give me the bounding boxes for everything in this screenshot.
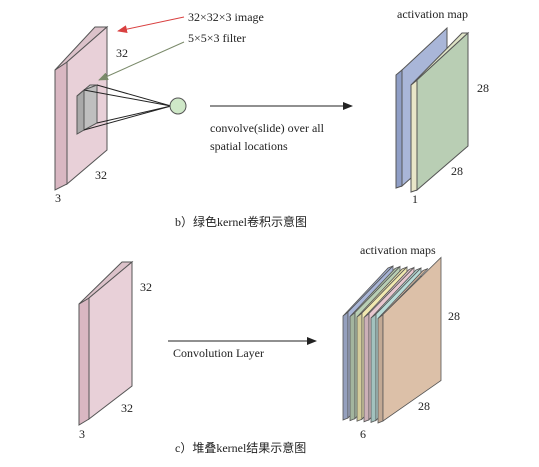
top-input-depth-label: 3 bbox=[55, 191, 61, 205]
filter-side-face bbox=[76, 88, 85, 135]
convolve-text-line1: convolve(slide) over all bbox=[210, 121, 325, 135]
top-activation-map: activation map 28 28 1 bbox=[395, 7, 489, 206]
filter-projection-lines bbox=[83, 84, 172, 131]
top-output-height-label: 28 bbox=[477, 81, 489, 95]
blue-map-side bbox=[395, 68, 403, 189]
green-map-side bbox=[410, 78, 418, 193]
projection-line bbox=[83, 105, 172, 131]
bottom-input-depth-label: 3 bbox=[79, 427, 85, 441]
bottom-output-height-label: 28 bbox=[448, 309, 460, 323]
bottom-activation-maps bbox=[342, 256, 442, 424]
projection-line bbox=[96, 84, 172, 107]
conv-layer-label: Convolution Layer bbox=[173, 346, 264, 360]
top-panel: 32×32×3 image 5×5×3 filter 32 32 3 convo… bbox=[54, 7, 489, 229]
top-input-height-label: 32 bbox=[116, 46, 128, 60]
activation-slice-side bbox=[349, 311, 356, 422]
activation-slice-side bbox=[363, 312, 370, 423]
top-filter bbox=[76, 84, 98, 135]
caption-c: c）堆叠kernel结果示意图 bbox=[175, 440, 306, 455]
green-map-front bbox=[416, 31, 469, 192]
bottom-input-width-label: 32 bbox=[121, 401, 133, 415]
activation-map-title: activation map bbox=[397, 7, 468, 21]
activation-slice-side bbox=[342, 311, 349, 421]
filter-pointer-arrow bbox=[98, 41, 185, 81]
bottom-panel: 32 32 3 Convolution Layer activation map… bbox=[78, 243, 460, 455]
bottom-output-width-label: 28 bbox=[418, 399, 430, 413]
activation-slice-side bbox=[370, 313, 377, 423]
activation-slice-front bbox=[382, 256, 442, 422]
top-input-width-label: 32 bbox=[95, 168, 107, 182]
activation-maps-title: activation maps bbox=[360, 243, 436, 257]
projection-line bbox=[83, 89, 172, 107]
convolve-text-line2: spatial locations bbox=[210, 139, 288, 153]
projection-line bbox=[96, 105, 172, 124]
image-pointer-arrow bbox=[117, 16, 185, 34]
bottom-input-front-face bbox=[88, 260, 133, 421]
activation-slice-top bbox=[377, 268, 429, 319]
top-output-depth-label: 1 bbox=[412, 192, 418, 206]
filter-size-label: 5×5×3 filter bbox=[188, 31, 246, 45]
caption-b: b）绿色kernel卷积示意图 bbox=[175, 214, 307, 229]
bottom-input-height-label: 32 bbox=[140, 280, 152, 294]
output-neuron bbox=[169, 97, 187, 115]
activation-slice-side bbox=[356, 312, 363, 422]
bottom-output-depth-label: 6 bbox=[360, 427, 366, 441]
activation-slice-side bbox=[377, 313, 384, 424]
top-input-side-face bbox=[54, 61, 68, 191]
image-size-label: 32×32×3 image bbox=[188, 10, 264, 24]
bottom-input-volume bbox=[78, 260, 134, 426]
bottom-input-side-face bbox=[78, 297, 90, 426]
top-output-width-label: 28 bbox=[451, 164, 463, 178]
